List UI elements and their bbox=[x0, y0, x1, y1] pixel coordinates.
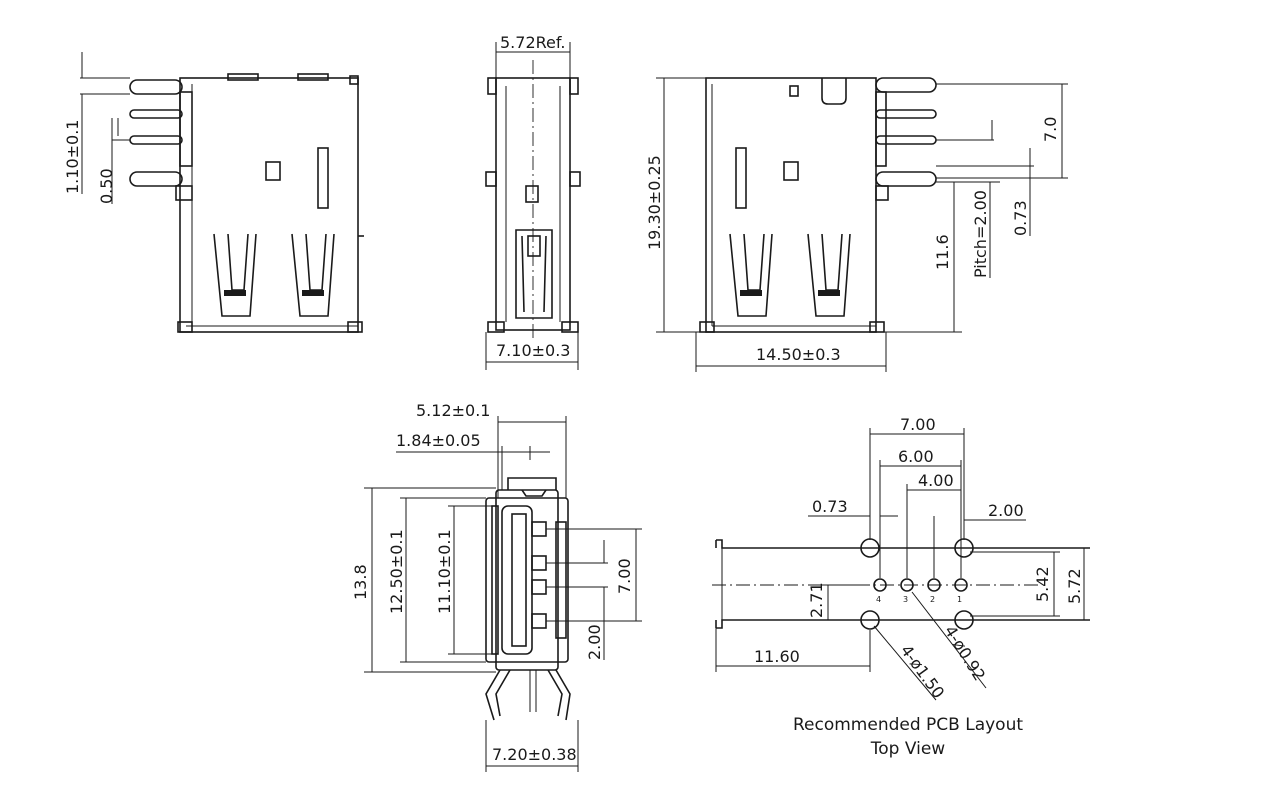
pcb-hole-small bbox=[954, 578, 968, 592]
dim-2-00: 2.00 bbox=[585, 624, 604, 660]
dim-11-6: 11.6 bbox=[933, 234, 952, 270]
pin-label-1: 1 bbox=[957, 595, 962, 604]
pcb-dim-2-71: 2.71 bbox=[807, 582, 826, 618]
pcb-dim-6-00: 6.00 bbox=[898, 447, 934, 466]
pcb-dim-11-60: 11.60 bbox=[754, 647, 800, 666]
pcb-dim-2-00: 2.00 bbox=[988, 501, 1024, 520]
dim-0-73: 0.73 bbox=[1011, 200, 1030, 236]
pcb-dim-5-42: 5.42 bbox=[1033, 566, 1052, 602]
pcb-hole-large bbox=[860, 610, 880, 630]
pcb-dim-4-00: 4.00 bbox=[918, 471, 954, 490]
pcb-dim-5-72: 5.72 bbox=[1065, 568, 1084, 604]
dim-1-84: 1.84±0.05 bbox=[396, 431, 481, 450]
pcb-dim-0-73: 0.73 bbox=[812, 497, 848, 516]
pin-face-view: 5.12±0.1 1.84±0.05 13.8 12.50±0.1 11.10±… bbox=[351, 401, 642, 772]
pcb-caption-title: Recommended PCB Layout bbox=[793, 715, 1023, 735]
dim-pitch: Pitch=2.00 bbox=[971, 190, 990, 278]
pcb-layout: 4 3 2 1 7.00 6.00 4.00 0.73 2.00 5.72 5.… bbox=[712, 415, 1090, 759]
dim-1-10: 1.10±0.1 bbox=[63, 120, 82, 194]
dim-12-50: 12.50±0.1 bbox=[387, 529, 406, 614]
side-view-right: 19.30±0.25 14.50±0.3 7.0 0.73 Pitch=2.00… bbox=[645, 77, 1068, 372]
pcb-hole-small bbox=[900, 578, 914, 592]
pcb-dim-7-00: 7.00 bbox=[900, 415, 936, 434]
dim-11-10: 11.10±0.1 bbox=[435, 529, 454, 614]
dim-14-50: 14.50±0.3 bbox=[756, 345, 841, 364]
pin-label-4: 4 bbox=[876, 595, 881, 604]
dim-7-00: 7.00 bbox=[615, 558, 634, 594]
dim-7-20: 7.20±0.38 bbox=[492, 745, 577, 764]
dim-7-0: 7.0 bbox=[1041, 117, 1060, 142]
pcb-hole-small bbox=[927, 578, 941, 592]
pcb-hole-large-label: 4-ø1.50 bbox=[897, 641, 948, 702]
pcb-hole-small bbox=[873, 578, 887, 592]
dim-5-72ref: 5.72Ref. bbox=[500, 33, 565, 52]
pcb-caption-subtitle: Top View bbox=[870, 739, 946, 759]
dim-5-12: 5.12±0.1 bbox=[416, 401, 490, 420]
dim-0-50: 0.50 bbox=[97, 168, 116, 204]
dim-13-8: 13.8 bbox=[351, 564, 370, 600]
side-view-left: 1.10±0.1 0.50 bbox=[63, 52, 364, 333]
dim-7-10: 7.10±0.3 bbox=[496, 341, 570, 360]
pin-label-2: 2 bbox=[930, 595, 935, 604]
dim-19-30: 19.30±0.25 bbox=[645, 155, 664, 250]
pin-label-3: 3 bbox=[903, 595, 908, 604]
front-view: 5.72Ref. 7.10±0.3 bbox=[485, 33, 581, 370]
pcb-hole-small-label: 4-ø0.92 bbox=[941, 622, 990, 684]
